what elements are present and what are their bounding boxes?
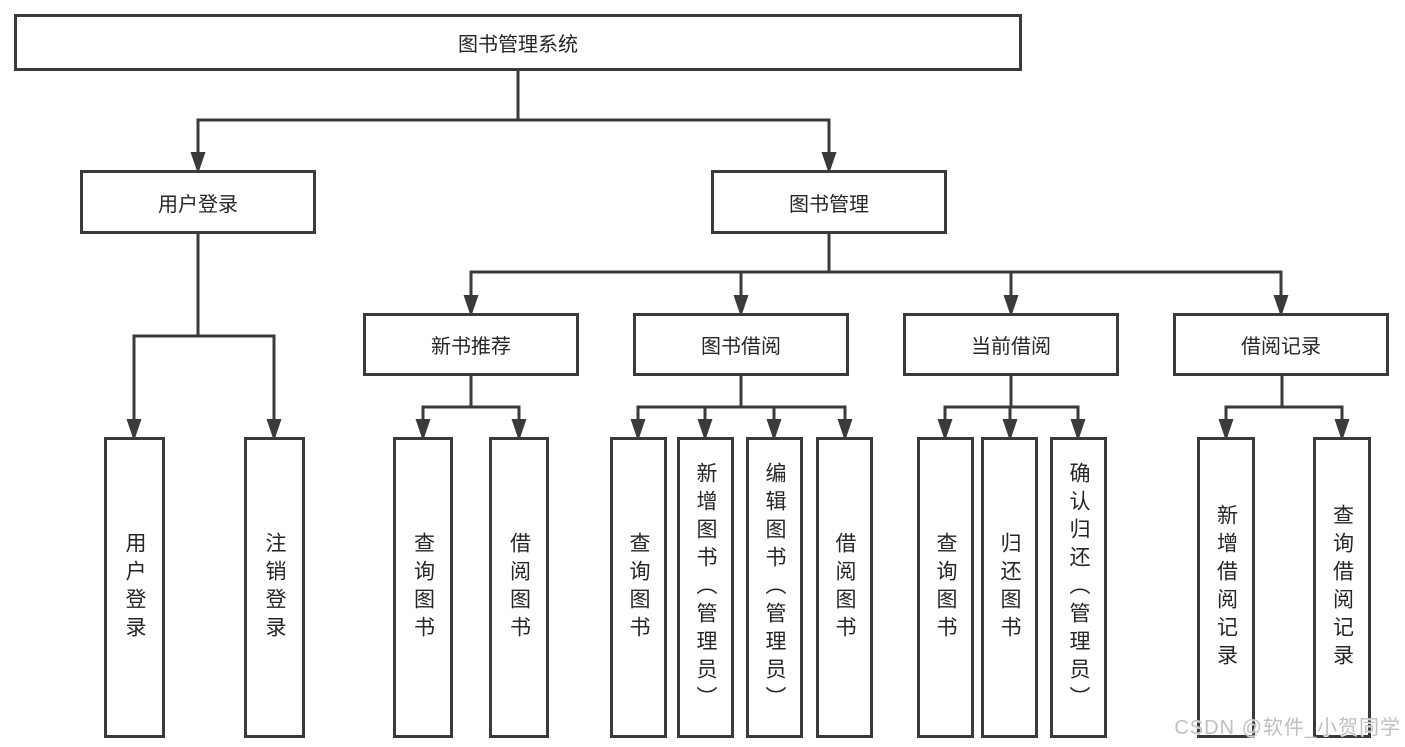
node-root-label: 图书管理系统	[458, 34, 578, 56]
node-borrow-record-label: 借阅记录	[1241, 336, 1321, 358]
node-logout-label: 注销登录	[263, 531, 286, 644]
node-logout: 注销登录	[244, 437, 305, 738]
node-user-login: 用户登录	[80, 170, 316, 234]
node-confirm-return-admin-label: 确认归还（管理员）	[1067, 461, 1090, 714]
node-book-management: 图书管理	[711, 170, 947, 234]
node-book-borrow: 图书借阅	[633, 313, 849, 376]
node-book-management-label: 图书管理	[789, 193, 869, 216]
node-return-book: 归还图书	[981, 437, 1038, 738]
node-recommend-search-book-label: 查询图书	[411, 531, 435, 644]
node-return-book-label: 归还图书	[998, 531, 1021, 644]
node-current-borrow: 当前借阅	[903, 313, 1119, 376]
node-root: 图书管理系统	[14, 14, 1022, 71]
node-add-book-admin: 新增图书（管理员）	[677, 437, 734, 738]
node-borrow-search-book: 查询图书	[610, 437, 667, 738]
node-current-search-book-label: 查询图书	[934, 531, 957, 644]
node-borrow-search-book-label: 查询图书	[627, 531, 650, 644]
node-edit-book-admin: 编辑图书（管理员）	[746, 437, 803, 738]
node-edit-book-admin-label: 编辑图书（管理员）	[763, 461, 786, 714]
node-user-login-leaf-label: 用户登录	[123, 531, 146, 644]
node-recommend-borrow-book: 借阅图书	[489, 437, 549, 738]
node-new-book-recommend: 新书推荐	[363, 313, 579, 376]
node-new-book-recommend-label: 新书推荐	[431, 336, 511, 358]
node-current-search-book: 查询图书	[917, 437, 974, 738]
node-borrow-borrow-book: 借阅图书	[816, 437, 873, 738]
node-book-borrow-label: 图书借阅	[701, 336, 781, 358]
node-search-borrow-record-label: 查询借阅记录	[1330, 503, 1354, 672]
node-user-login-leaf: 用户登录	[104, 437, 165, 738]
node-current-borrow-label: 当前借阅	[971, 336, 1051, 358]
node-search-borrow-record: 查询借阅记录	[1313, 437, 1371, 738]
node-recommend-borrow-book-label: 借阅图书	[507, 531, 531, 644]
node-confirm-return-admin: 确认归还（管理员）	[1050, 437, 1107, 738]
node-add-borrow-record: 新增借阅记录	[1197, 437, 1255, 738]
node-add-borrow-record-label: 新增借阅记录	[1214, 503, 1238, 672]
node-recommend-search-book: 查询图书	[393, 437, 453, 738]
node-borrow-borrow-book-label: 借阅图书	[833, 531, 856, 644]
csdn-watermark: CSDN @软件_小贺同学	[1174, 717, 1401, 739]
node-user-login-label: 用户登录	[158, 193, 238, 216]
node-add-book-admin-label: 新增图书（管理员）	[694, 461, 717, 714]
node-borrow-record: 借阅记录	[1173, 313, 1389, 376]
